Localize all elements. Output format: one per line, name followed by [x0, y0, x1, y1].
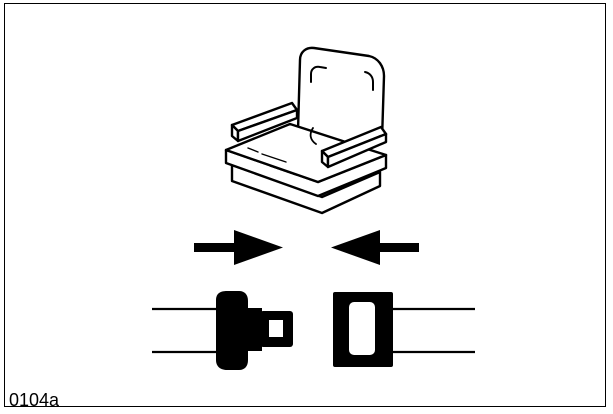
belt-straps [152, 309, 475, 352]
figure-number: 0104a [9, 390, 59, 410]
arrow-right-icon [194, 230, 283, 265]
seat-icon [226, 48, 386, 213]
seat-belt-buckle-icon [333, 292, 393, 367]
arrow-left-icon [331, 230, 419, 265]
seat-belt-latch-icon [216, 291, 293, 370]
